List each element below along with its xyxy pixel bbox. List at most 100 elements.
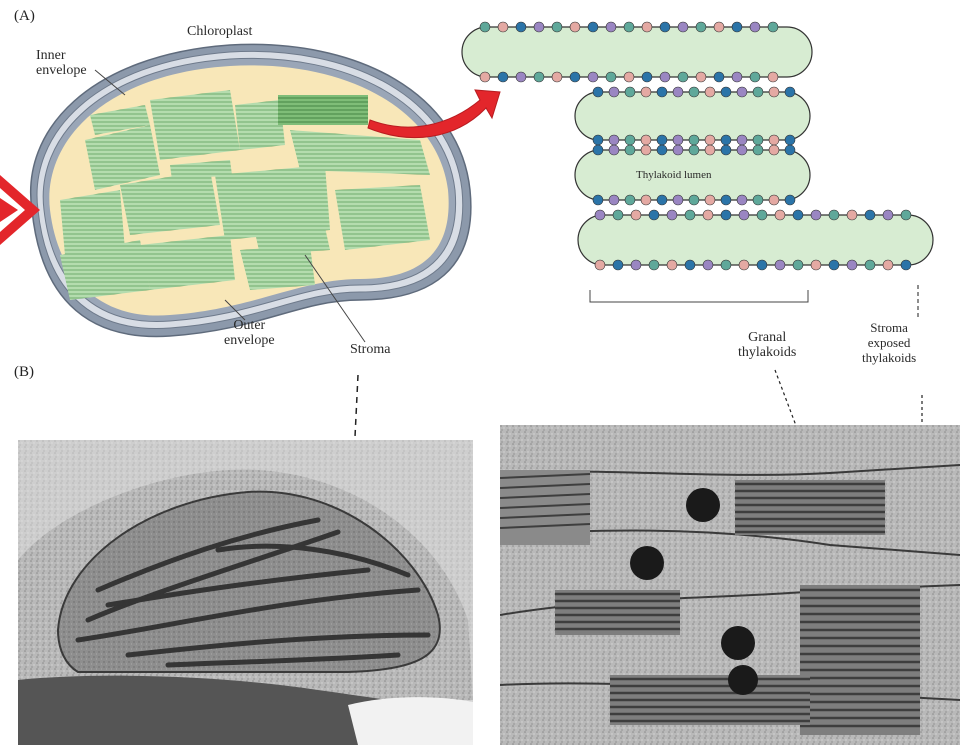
- membrane-protein-icon: [609, 195, 619, 205]
- membrane-protein-icon: [811, 260, 821, 270]
- thylakoid-membranes: [462, 27, 933, 265]
- membrane-protein-icon: [785, 195, 795, 205]
- membrane-protein-icon: [606, 22, 616, 32]
- membrane-protein-icon: [641, 145, 651, 155]
- membrane-protein-icon: [667, 260, 677, 270]
- membrane-protein-icon: [753, 145, 763, 155]
- membrane-protein-icon: [678, 22, 688, 32]
- membrane-protein-icon: [721, 195, 731, 205]
- membrane-protein-icon: [609, 145, 619, 155]
- membrane-protein-icon: [678, 72, 688, 82]
- membrane-protein-icon: [737, 87, 747, 97]
- membrane-protein-icon: [657, 195, 667, 205]
- membrane-protein-icon: [750, 22, 760, 32]
- membrane-protein-icon: [570, 22, 580, 32]
- chloroplast-label: Chloroplast: [187, 24, 252, 39]
- membrane-protein-icon: [660, 72, 670, 82]
- membrane-protein-icon: [865, 260, 875, 270]
- membrane-protein-icon: [689, 195, 699, 205]
- membrane-protein-icon: [703, 210, 713, 220]
- membrane-protein-icon: [595, 210, 605, 220]
- chloroplast-micrograph: [18, 440, 473, 745]
- membrane-protein-icon: [480, 72, 490, 82]
- membrane-protein-icon: [793, 260, 803, 270]
- membrane-protein-icon: [865, 210, 875, 220]
- membrane-protein-icon: [721, 135, 731, 145]
- membrane-protein-icon: [769, 195, 779, 205]
- membrane-protein-icon: [769, 87, 779, 97]
- thylakoid-micrograph: [500, 425, 960, 745]
- membrane-protein-icon: [721, 210, 731, 220]
- membrane-protein-icon: [593, 135, 603, 145]
- membrane-protein-icon: [689, 145, 699, 155]
- membrane-protein-icon: [757, 260, 767, 270]
- membrane-protein-icon: [753, 195, 763, 205]
- membrane-protein-icon: [705, 135, 715, 145]
- membrane-protein-icon: [641, 195, 651, 205]
- membrane-protein-icon: [829, 260, 839, 270]
- membrane-protein-icon: [593, 195, 603, 205]
- membrane-protein-icon: [737, 135, 747, 145]
- membrane-protein-icon: [732, 72, 742, 82]
- membrane-protein-icon: [883, 210, 893, 220]
- membrane-protein-icon: [516, 22, 526, 32]
- membrane-protein-icon: [685, 210, 695, 220]
- membrane-protein-icon: [649, 210, 659, 220]
- membrane-protein-icon: [901, 210, 911, 220]
- membrane-protein-icon: [498, 22, 508, 32]
- membrane-protein-icon: [775, 210, 785, 220]
- membrane-protein-icon: [625, 145, 635, 155]
- membrane-protein-icon: [714, 22, 724, 32]
- membrane-protein-icon: [785, 135, 795, 145]
- membrane-protein-icon: [847, 210, 857, 220]
- membrane-protein-icon: [753, 87, 763, 97]
- membrane-protein-icon: [649, 260, 659, 270]
- thylakoid-lumen-label: Thylakoid lumen: [636, 168, 711, 183]
- membrane-protein-icon: [631, 210, 641, 220]
- membrane-protein-icon: [775, 260, 785, 270]
- membrane-protein-icon: [570, 72, 580, 82]
- membrane-protein-icon: [593, 145, 603, 155]
- panel-label-b: (B): [14, 364, 34, 381]
- membrane-protein-icon: [829, 210, 839, 220]
- membrane-protein-icon: [768, 72, 778, 82]
- membrane-protein-icon: [498, 72, 508, 82]
- membrane-protein-icon: [657, 135, 667, 145]
- membrane-protein-icon: [732, 22, 742, 32]
- membrane-protein-icon: [588, 22, 598, 32]
- membrane-protein-icon: [753, 135, 763, 145]
- membrane-protein-icon: [721, 260, 731, 270]
- membrane-protein-icon: [609, 87, 619, 97]
- membrane-protein-icon: [793, 210, 803, 220]
- membrane-protein-icon: [737, 145, 747, 155]
- membrane-protein-icon: [641, 87, 651, 97]
- membrane-protein-icon: [737, 195, 747, 205]
- membrane-protein-icon: [769, 135, 779, 145]
- membrane-protein-icon: [625, 135, 635, 145]
- membrane-protein-icon: [673, 135, 683, 145]
- membrane-protein-icon: [552, 22, 562, 32]
- membrane-protein-icon: [721, 87, 731, 97]
- stroma-label: Stroma: [350, 342, 390, 357]
- membrane-protein-icon: [705, 87, 715, 97]
- membrane-protein-icon: [689, 135, 699, 145]
- membrane-protein-icon: [642, 22, 652, 32]
- membrane-protein-icon: [534, 72, 544, 82]
- membrane-protein-icon: [552, 72, 562, 82]
- membrane-protein-icon: [606, 72, 616, 82]
- membrane-protein-icon: [696, 22, 706, 32]
- granal-bracket: [590, 290, 808, 302]
- membrane-protein-icon: [768, 22, 778, 32]
- granal-thylakoids-label: Granal thylakoids: [738, 330, 796, 360]
- membrane-protein-icon: [613, 260, 623, 270]
- membrane-protein-icon: [593, 87, 603, 97]
- membrane-protein-icon: [703, 260, 713, 270]
- membrane-protein-icon: [696, 72, 706, 82]
- membrane-protein-icon: [750, 72, 760, 82]
- membrane-protein-icon: [739, 210, 749, 220]
- membrane-protein-icon: [705, 195, 715, 205]
- membrane-protein-icon: [613, 210, 623, 220]
- membrane-protein-icon: [609, 135, 619, 145]
- membrane-protein-icon: [642, 72, 652, 82]
- membrane-protein-icon: [625, 87, 635, 97]
